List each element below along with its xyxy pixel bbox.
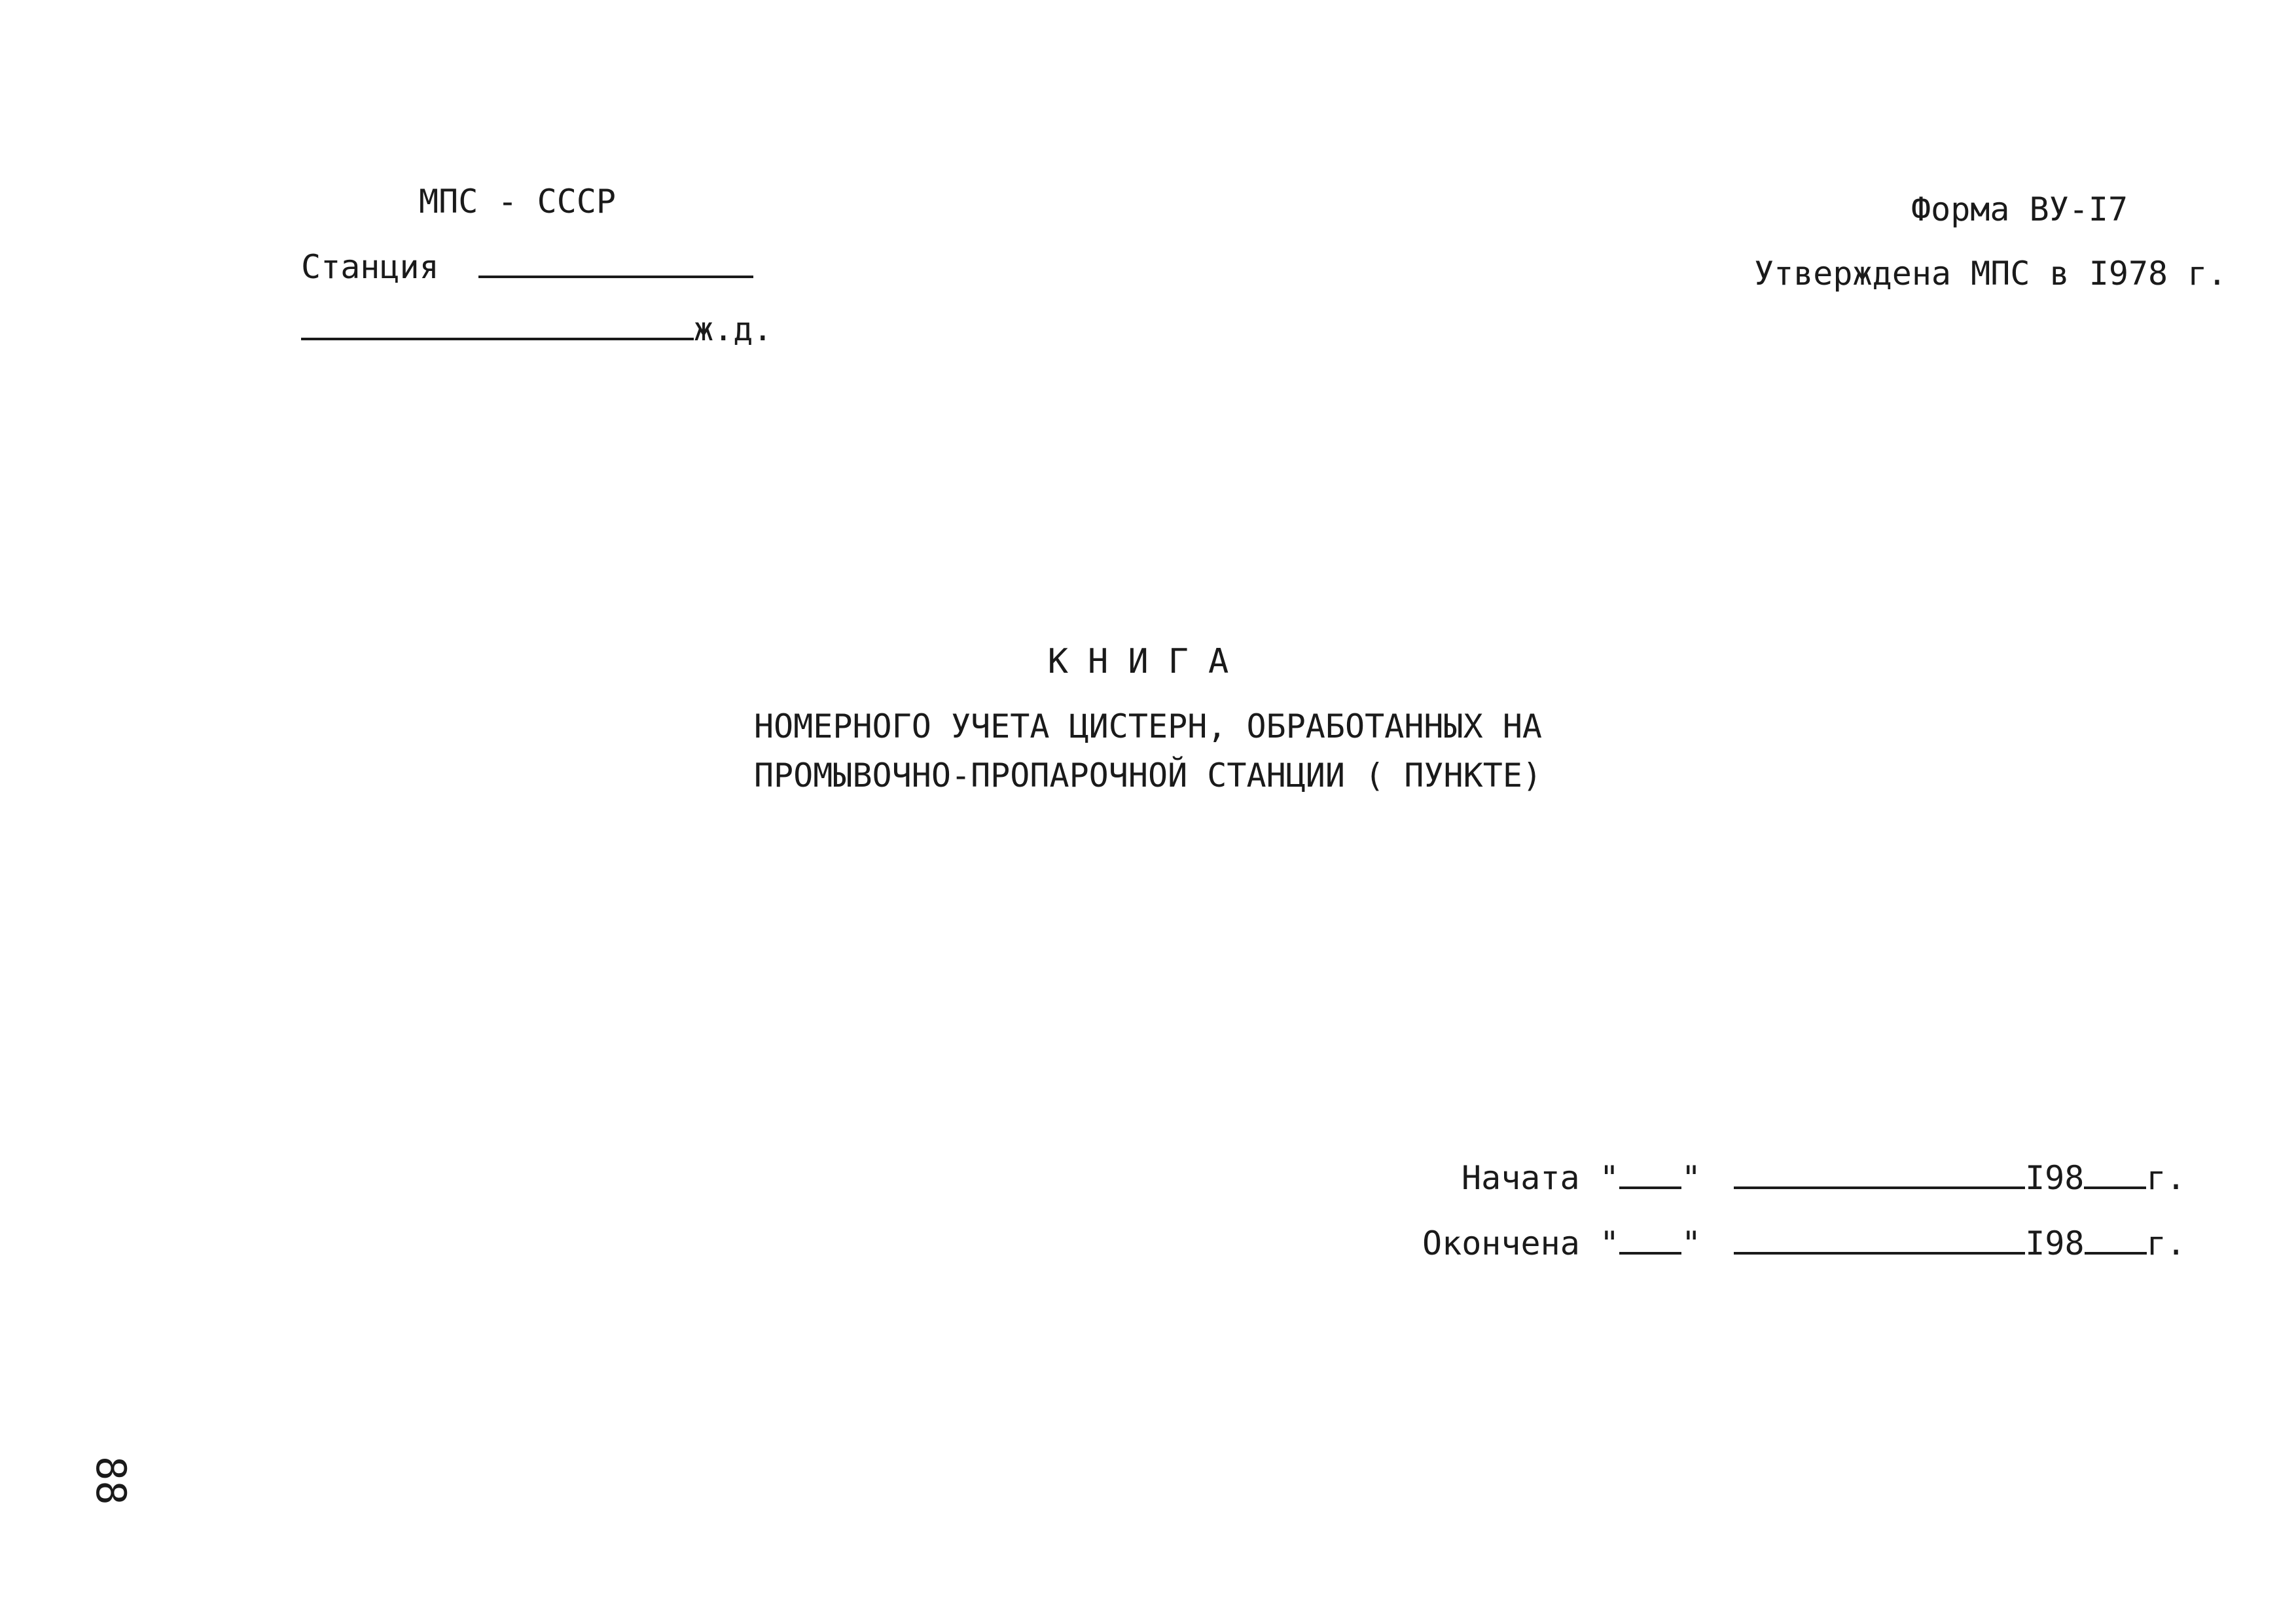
railway-blank: [301, 338, 694, 340]
railway-row: ж.д.: [301, 313, 772, 346]
started-day-blank: [1619, 1186, 1681, 1189]
started-year-prefix: I98: [2025, 1159, 2085, 1197]
ended-year-blank: [2084, 1252, 2147, 1255]
page-number: 88: [87, 1456, 135, 1505]
ended-year-suffix: г.: [2146, 1224, 2186, 1262]
ended-label: Окончена: [1422, 1224, 1580, 1262]
ended-month-blank: [1734, 1252, 2026, 1255]
station-blank: [478, 276, 753, 278]
started-row: Начата " " I98 г.: [1462, 1162, 2186, 1194]
ended-day-blank: [1619, 1252, 1682, 1255]
ended-year-prefix: I98: [2025, 1224, 2085, 1262]
started-year-suffix: г.: [2146, 1159, 2186, 1197]
railway-suffix: ж.д.: [694, 310, 773, 348]
book-subtitle-line2: ПРОМЫВОЧНО-ПРОПАРОЧНОЙ СТАНЦИИ ( ПУНКТЕ): [753, 757, 1543, 794]
started-year-blank: [2084, 1186, 2147, 1189]
ministry-label: МПС - СССР: [419, 183, 617, 221]
open-quote: ": [1599, 1224, 1620, 1262]
station-label: Станция: [301, 248, 439, 286]
open-quote: ": [1599, 1159, 1619, 1197]
ended-row: Окончена " " I98 г.: [1422, 1227, 2186, 1260]
close-quote: ": [1681, 1159, 1701, 1197]
started-month-blank: [1734, 1186, 2026, 1189]
started-label: Начата: [1462, 1159, 1580, 1197]
book-title: КНИГА: [1047, 642, 1249, 681]
close-quote: ": [1681, 1224, 1702, 1262]
station-row: Станция: [301, 251, 753, 283]
form-number: Форма ВУ-I7: [1911, 190, 2128, 228]
book-subtitle-line1: НОМЕРНОГО УЧЕТА ЦИСТЕРН, ОБРАБОТАННЫХ НА: [753, 707, 1543, 745]
approval-note: Утверждена МПС в I978 г.: [1754, 255, 2227, 293]
